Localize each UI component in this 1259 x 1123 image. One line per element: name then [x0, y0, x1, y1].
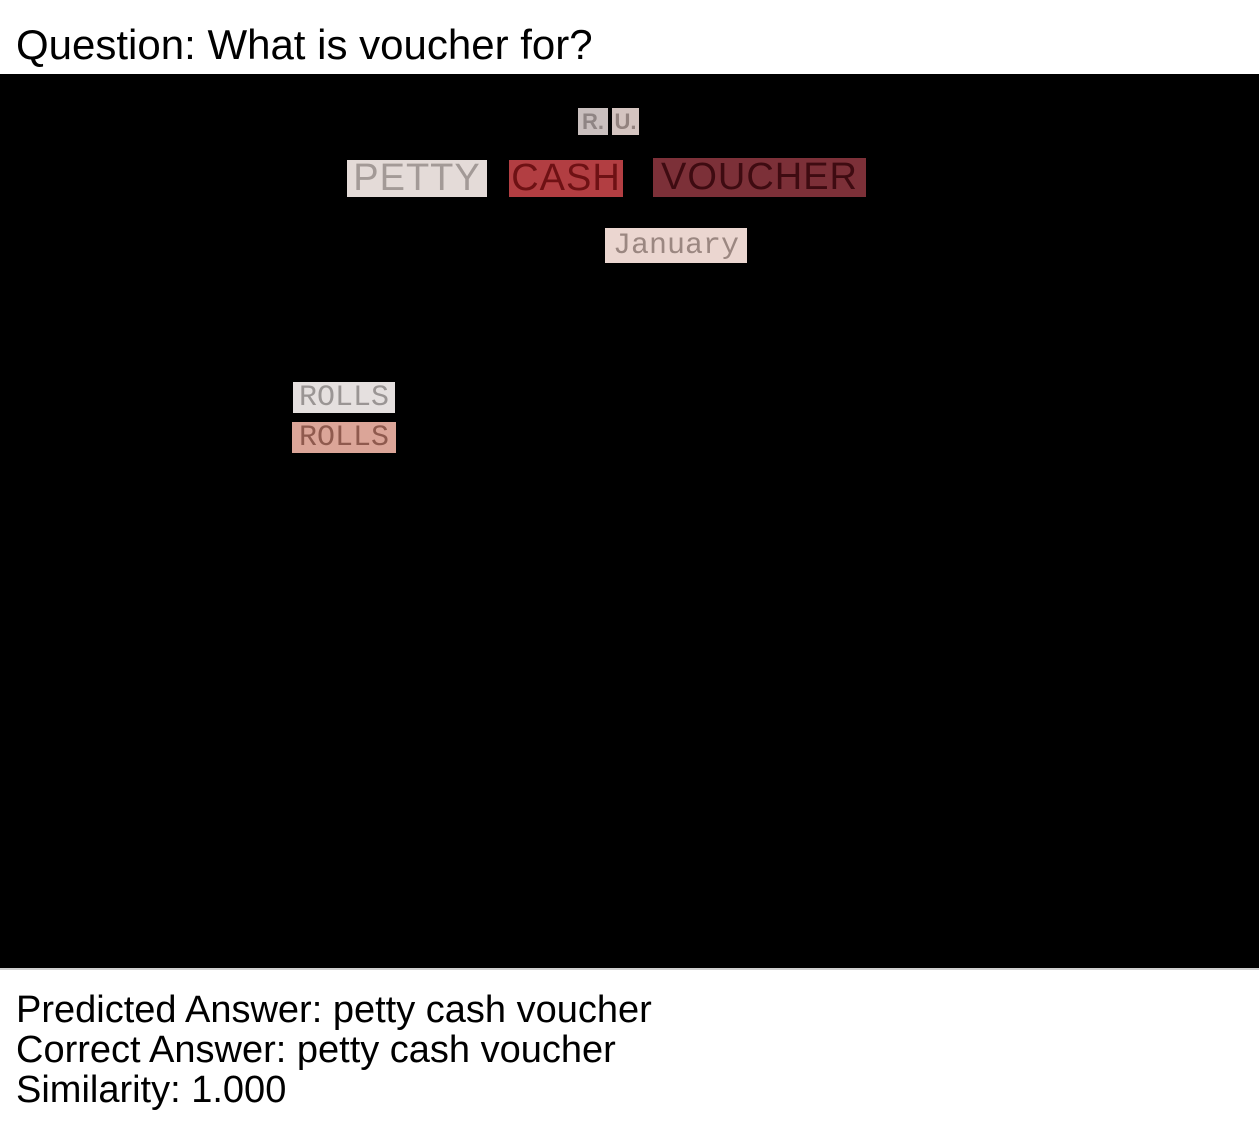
predicted-answer: Predicted Answer: petty cash voucher — [16, 989, 652, 1031]
document-attention-canvas: R. U. PETTY CASH VOUCHER January ROLLS R… — [0, 74, 1259, 968]
token-petty: PETTY — [347, 160, 487, 197]
token-january: January — [605, 228, 747, 263]
token-u: U. — [612, 108, 639, 135]
token-r: R. — [578, 108, 608, 135]
divider — [0, 968, 1259, 970]
question-text: Question: What is voucher for? — [16, 21, 593, 68]
token-cash: CASH — [509, 160, 623, 197]
token-voucher: VOUCHER — [653, 158, 866, 197]
token-rolls: ROLLS — [292, 422, 396, 453]
token-rolls: ROLLS — [293, 382, 395, 413]
similarity-score: Similarity: 1.000 — [16, 1069, 287, 1111]
correct-answer: Correct Answer: petty cash voucher — [16, 1029, 616, 1071]
results-panel: Predicted Answer: petty cash voucher Cor… — [16, 990, 652, 1110]
